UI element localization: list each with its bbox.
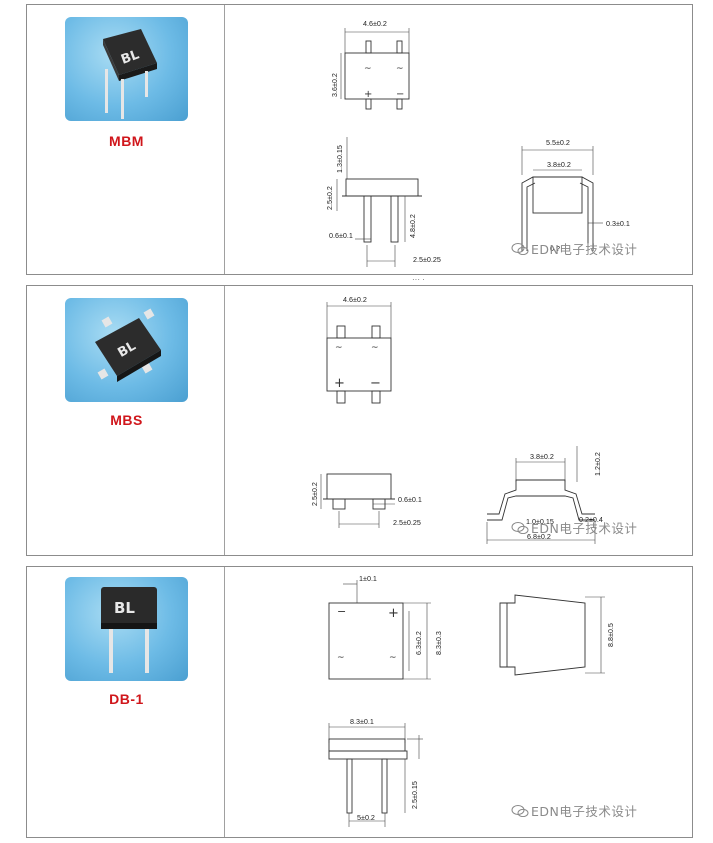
wechat-icon xyxy=(511,805,529,817)
dim-inner-height: 6.3±0.2 xyxy=(414,631,423,655)
dim-end-lead: 0.2±0.4 xyxy=(579,515,603,524)
package-row-mbm: BL MBM 4.6±0.2 ~ ~ + − 3.6±0.2 1.3±0.15 … xyxy=(26,4,693,275)
ac-mark: ~ xyxy=(335,343,343,353)
minus-mark: − xyxy=(396,89,404,100)
dim-lead-width: 0.6±0.1 xyxy=(398,495,422,504)
dim-lead-pitch: 5±0.2 xyxy=(357,813,375,822)
mbs-product-photo: BL xyxy=(65,298,188,402)
dim-body-height: 1.3±0.15 xyxy=(335,145,344,173)
dim-end-height: 1.2±0.2 xyxy=(593,452,602,476)
plus-mark: + xyxy=(334,376,345,391)
mbs-drawing: 4.6±0.2 ~ ~ + − 2.5±0.2 0.6±0.1 2.5±0.25… xyxy=(310,295,603,544)
dim-end-bottom: 0.? xyxy=(550,244,560,253)
ac-mark: ~ xyxy=(389,653,397,663)
column-divider xyxy=(224,5,225,274)
minus-mark: − xyxy=(370,376,381,391)
dim-side-height: 8.8±0.5 xyxy=(606,623,615,647)
dim-foot-length: 1.0±0.15 xyxy=(526,517,554,526)
mbm-product-photo: BL xyxy=(65,17,188,121)
column-divider xyxy=(224,286,225,555)
dim-end-body: 3.8±0.2 xyxy=(547,160,571,169)
dim-top-height: 3.6±0.2 xyxy=(330,73,339,97)
dim-lead-length: 4.8±0.2 xyxy=(408,214,417,238)
dim-front-width: 8.3±0.1 xyxy=(350,717,374,726)
partial-text: ··· · xyxy=(412,275,425,284)
watermark: EDN电子技术设计 xyxy=(511,518,637,537)
dim-side-height: 2.5±0.2 xyxy=(310,482,319,506)
dim-end-width: 6.8±0.2 xyxy=(527,532,551,541)
watermark: EDN电子技术设计 xyxy=(511,239,637,258)
dim-end-body: 3.8±0.2 xyxy=(530,452,554,461)
dim-end-lead: 0.3±0.1 xyxy=(606,219,630,228)
mbm-drawing: 4.6±0.2 ~ ~ + − 3.6±0.2 1.3±0.15 2.5±0.2… xyxy=(325,19,630,267)
column-divider xyxy=(224,567,225,837)
package-row-mbs: BL MBS 4.6±0.2 ~ ~ + − 2.5±0.2 0.6±0.1 2… xyxy=(26,285,693,556)
chip-marking: BL xyxy=(119,47,141,67)
ac-mark: ~ xyxy=(337,653,345,663)
wechat-icon xyxy=(511,243,529,255)
package-name: MBM xyxy=(109,133,144,149)
dim-lead-pitch: 2.5±0.25 xyxy=(413,255,441,264)
dim-lead-width: 0.6±0.1 xyxy=(329,231,353,240)
dim-top-width: 4.6±0.2 xyxy=(343,295,367,304)
plus-mark: + xyxy=(364,89,372,100)
dim-lead-pitch: 2.5±0.25 xyxy=(393,518,421,527)
dim-side-height: 2.5±0.2 xyxy=(325,186,334,210)
minus-mark: − xyxy=(337,605,346,618)
dim-lead-length: 2.5±0.15 xyxy=(410,781,419,809)
ac-mark: ~ xyxy=(364,64,372,74)
chip-marking: BL xyxy=(114,599,135,617)
dim-end-width: 5.5±0.2 xyxy=(546,138,570,147)
dim-top-width: 4.6±0.2 xyxy=(363,19,387,28)
wechat-icon xyxy=(511,522,529,534)
ac-mark: ~ xyxy=(371,343,379,353)
dim-outer-height: 8.3±0.3 xyxy=(434,631,443,655)
package-name: DB-1 xyxy=(109,691,144,707)
db1-product-photo: BL xyxy=(65,577,188,681)
watermark: EDN电子技术设计 xyxy=(511,801,637,820)
package-row-db1: BL DB-1 1±0.1 − + ~ ~ 6.3±0.2 8.3±0.3 8.… xyxy=(26,566,693,838)
db1-drawing: 1±0.1 − + ~ ~ 6.3±0.2 8.3±0.3 8.8±0.5 8.… xyxy=(328,574,615,827)
ac-mark: ~ xyxy=(396,64,404,74)
plus-mark: + xyxy=(388,606,399,621)
dim-pin-offset: 1±0.1 xyxy=(359,574,377,583)
package-name: MBS xyxy=(110,412,143,428)
